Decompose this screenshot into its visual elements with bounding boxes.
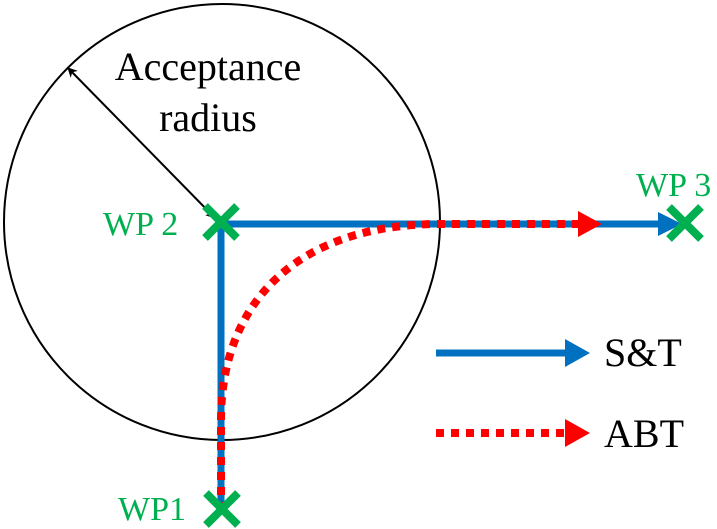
abt-arrowhead [578,211,602,237]
waypoint-wp2-label: WP 2 [103,206,178,243]
waypoint-wp2-marker [202,203,240,241]
legend-st-label: S&T [604,330,682,375]
radius-arrow [67,67,216,219]
waypoint-wp1-marker [203,490,241,528]
legend-abt-arrowhead [565,419,590,447]
legend-abt-label: ABT [604,411,684,456]
st-arrowhead [658,212,682,236]
waypoint-wp3-marker [666,204,704,242]
acceptance-label-line2: radius [159,95,257,140]
legend-st-arrowhead [565,339,590,367]
legend: S&T ABT [436,330,684,456]
waypoint-wp1-label: WP1 [118,491,186,528]
abt-path [217,220,580,510]
acceptance-label-line1: Acceptance [115,44,302,89]
waypoint-wp3-label: WP 3 [636,167,711,204]
